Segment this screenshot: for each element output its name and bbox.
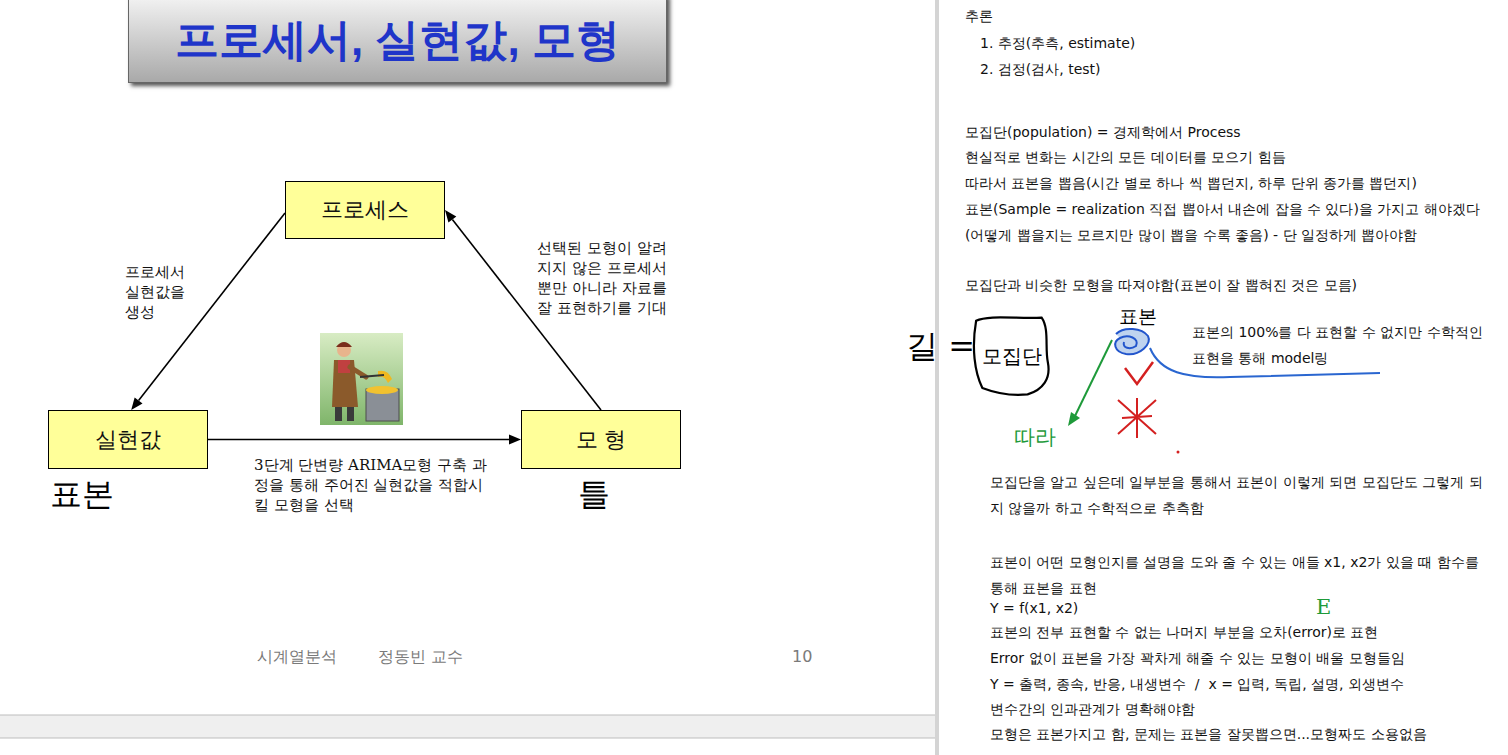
connector xyxy=(208,435,521,445)
worker-leg xyxy=(347,407,354,421)
illustration-ground xyxy=(320,333,403,425)
note-line: 현실적로 변화는 시간의 모든 데이터를 모으기 힘듬 xyxy=(965,144,1286,170)
handwritten-note: 틀 xyxy=(578,474,610,514)
note-line: 모집단(population) = 경제학에서 Process xyxy=(965,119,1241,145)
title-text: 프로세서, 실현값, 모형 xyxy=(175,11,620,70)
blob-outline-path xyxy=(974,317,1049,394)
slide-edge xyxy=(0,738,935,739)
arrowhead xyxy=(131,397,142,410)
slide-gap xyxy=(0,715,935,738)
worker-head xyxy=(337,343,351,357)
note-line: 모형은 표본가지고 함, 문제는 표본을 잘못뽑으면...모형짜도 소용없음 xyxy=(990,721,1427,747)
node-text: 모 형 xyxy=(576,425,627,455)
pour-stream xyxy=(378,371,392,383)
worker-arm xyxy=(350,367,366,377)
population-blob: 모집단 xyxy=(973,316,1051,396)
arrowhead xyxy=(509,435,521,445)
footer-text: 시계열분석 xyxy=(257,647,337,667)
connector-line xyxy=(208,439,509,441)
green-arrowhead xyxy=(1068,412,1080,426)
node-text: 프로세스 xyxy=(321,195,409,225)
red-check xyxy=(1125,362,1153,384)
note-line: 표본(Sample = realization 직접 뽑아서 내손에 잡을 수 … xyxy=(965,196,1493,248)
red-dot xyxy=(1177,451,1180,454)
worker-illustration xyxy=(320,333,403,425)
footer-text: 정동빈 교수 xyxy=(378,647,463,667)
note-line: 모집단을 알고 싶은데 일부분을 통해서 표본이 이렇게 되면 모집단도 그렇게… xyxy=(990,469,1495,521)
note-line: 추론 xyxy=(965,3,993,29)
handwritten-note: 따라 xyxy=(1014,424,1056,450)
handwritten-note: 표본 xyxy=(50,474,114,514)
note-line: 변수간의 인과관계가 명확해야함 xyxy=(990,696,1195,722)
red-cross xyxy=(1118,398,1156,438)
green-arrow xyxy=(1074,340,1112,418)
worker-leg xyxy=(335,407,342,421)
edge-label: 선택된 모형이 알려 지지 않은 프로세서 뿐만 아니라 자료를 잘 표현하기를… xyxy=(537,238,679,318)
process-box: 실현값 xyxy=(48,410,208,469)
edge-label: 프로세서 실현값을 생성 xyxy=(125,262,197,322)
note-line: 모집단과 비슷한 모형을 따져야함(표본이 잘 뽑혀진 것은 모름) xyxy=(965,272,1357,298)
note-line: 2. 검정(검사, test) xyxy=(980,56,1101,82)
handwritten-note: 길 = xyxy=(906,326,975,366)
page-number: 10 xyxy=(792,647,812,667)
note-line: 표본의 100%를 다 표현할 수 없지만 수학적인 표현을 통해 model링 xyxy=(1192,319,1492,371)
slide-edge xyxy=(0,715,935,716)
ladle xyxy=(360,375,384,377)
process-box: 모 형 xyxy=(521,410,681,469)
page-gutter xyxy=(935,0,939,755)
worker-cap xyxy=(336,342,352,347)
sample-scribble xyxy=(1115,329,1149,354)
node-text: 모집단 xyxy=(982,343,1042,370)
note-line: Y = f(x1, x2) xyxy=(990,595,1078,621)
edge-label: 3단계 단변량 ARIMA모형 구축 과정을 통해 주어진 실현값을 적합시킬 … xyxy=(254,455,494,515)
process-box: 프로세스 xyxy=(285,181,445,239)
note-line: 표본이 어떤 모형인지를 설명을 도와 줄 수 있는 애들 x1, x2가 있을… xyxy=(990,549,1495,601)
handwritten-note: E xyxy=(1316,594,1331,620)
note-line: 표본의 전부 표현할 수 없는 나머지 부분을 오차(error)로 표현 xyxy=(990,619,1378,645)
molten-metal xyxy=(366,386,398,394)
title-banner: 프로세서, 실현값, 모형 xyxy=(128,0,667,83)
handwritten-note: 표본 xyxy=(1119,304,1157,328)
note-line: Y = 출력, 종속, 반응, 내생변수 / x = 입력, 독립, 설명, 외… xyxy=(990,671,1404,697)
note-line: 따라서 표본을 뽑음(시간 별로 하나 씩 뽑던지, 하루 단위 종가를 뽑던지… xyxy=(965,170,1417,196)
node-text: 실현값 xyxy=(95,425,161,455)
note-line: 1. 추정(추측, estimate) xyxy=(980,30,1135,56)
note-line: Error 없이 표본을 가장 꽉차게 해줄 수 있는 모형이 배울 모형들임 xyxy=(990,645,1405,671)
arrowhead xyxy=(445,210,456,223)
